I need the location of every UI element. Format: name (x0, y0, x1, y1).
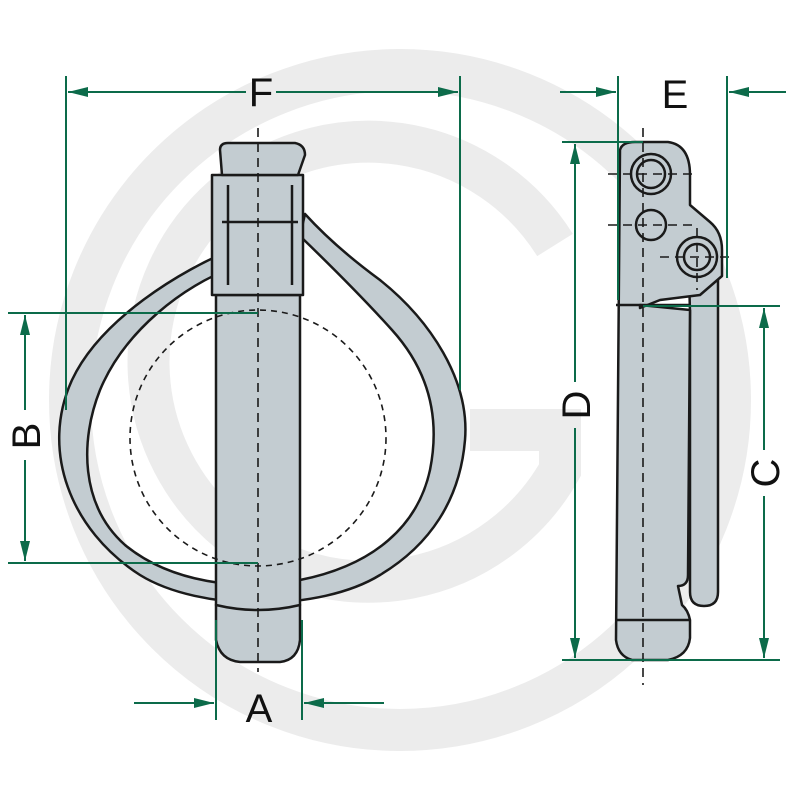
front-view (58, 128, 467, 672)
pin-shaft (214, 293, 302, 612)
label-f: F (249, 71, 273, 115)
label-e: E (662, 73, 689, 117)
label-d: D (555, 391, 599, 420)
dimension-lines (8, 76, 786, 720)
middle-hole (634, 208, 668, 242)
ring-bail (58, 212, 467, 604)
pin-shaft-lower (214, 603, 302, 664)
label-a: A (246, 687, 273, 731)
pin-head-cap (218, 141, 307, 177)
label-b: B (5, 423, 49, 450)
upper-hole-inner (635, 158, 667, 190)
side-view (608, 128, 730, 685)
side-ring-bar (686, 238, 720, 608)
label-c: C (744, 459, 788, 488)
